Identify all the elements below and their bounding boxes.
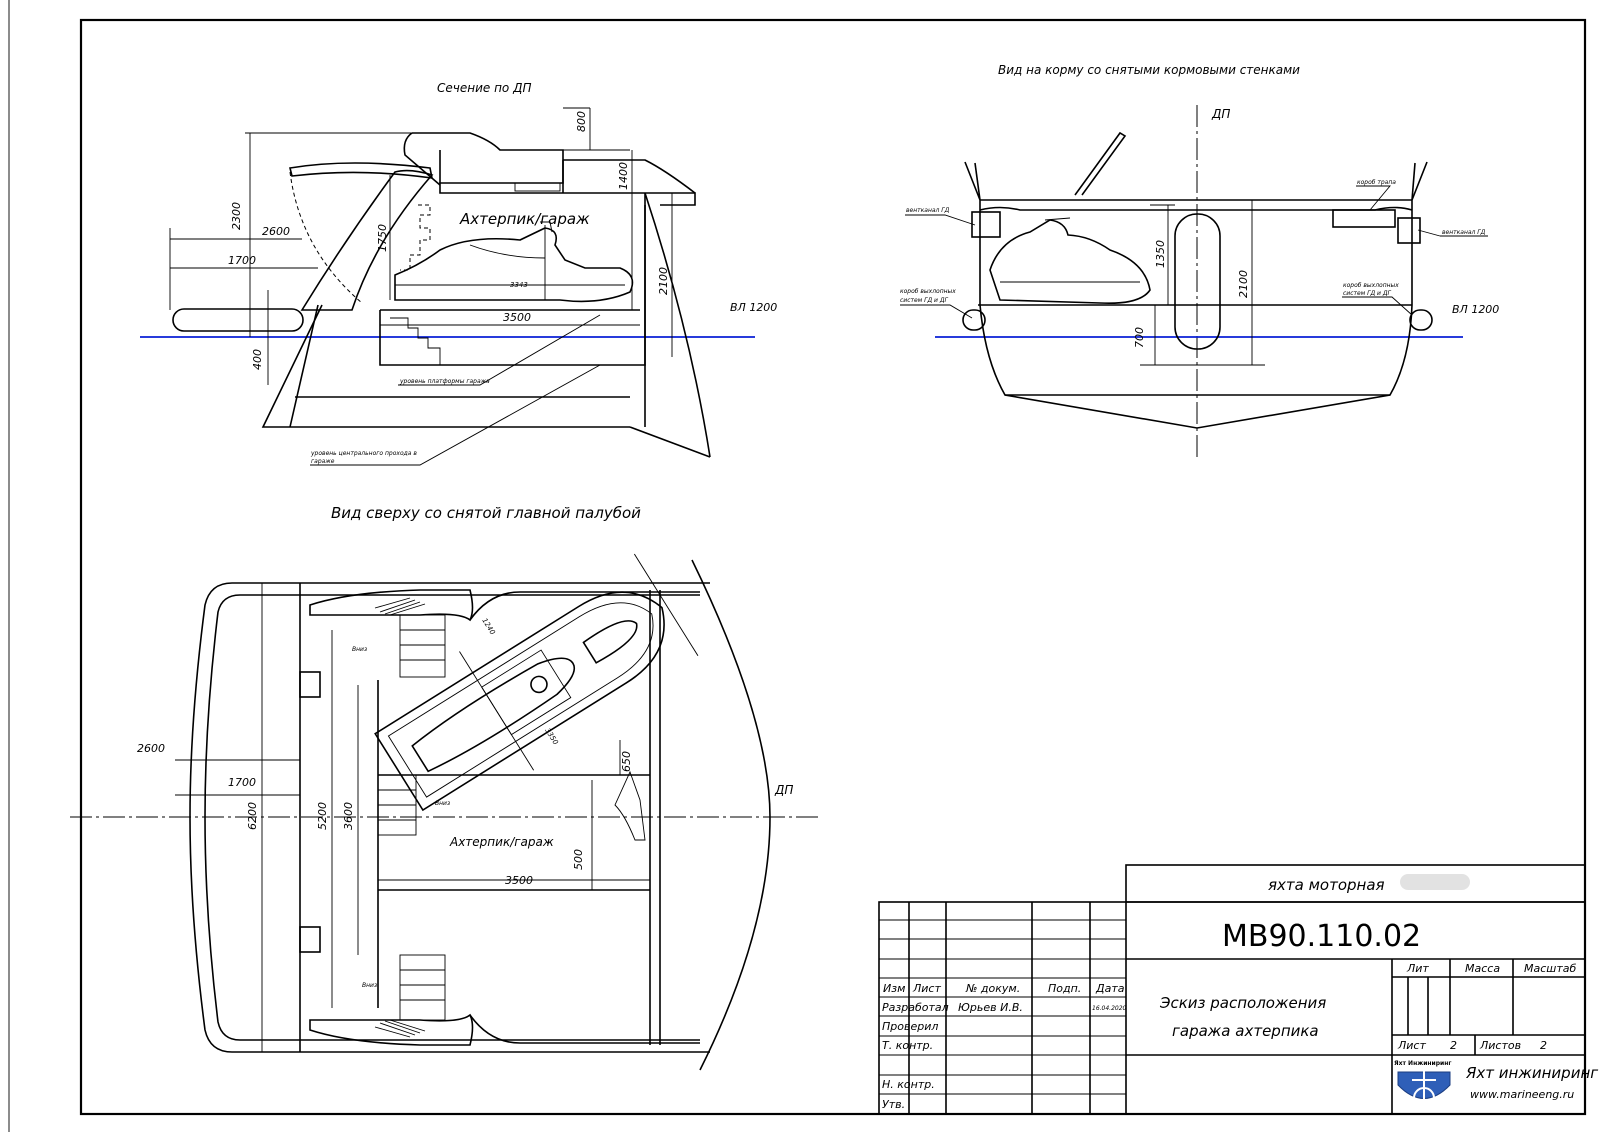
plan-dim-5200: 5200 — [316, 802, 329, 830]
plan-dim-2600: 2600 — [137, 742, 165, 755]
plan-dim-500: 500 — [572, 849, 585, 870]
tb-col-izm: Изм — [883, 982, 905, 995]
stern-dim-2100: 2100 — [1237, 270, 1250, 298]
section-swim-platform — [172, 308, 304, 332]
tb-lit: Лит — [1406, 962, 1429, 975]
note-ramp: короб трапа — [1357, 179, 1396, 186]
tb-date: 16.04.2020 — [1092, 1005, 1127, 1012]
tb-col-doc: № докум. — [965, 982, 1020, 995]
tb-doc-title-2: гаража ахтерпика — [1172, 1022, 1319, 1040]
section-hull-bottom — [261, 304, 630, 428]
tb-blurred-name — [1400, 874, 1470, 890]
stern-exhaust-tube — [1174, 213, 1221, 350]
title-block: Изм Лист № докум. Подп. Дата Разработал … — [878, 864, 1598, 1115]
plan-dim-3350: 3350 — [543, 727, 560, 747]
company-logo: Яхт Инжиниринг — [1394, 1060, 1452, 1109]
stern-dim-1350: 1350 — [1154, 240, 1167, 268]
stern-ramp-box — [1332, 209, 1396, 228]
tb-row-checked: Проверил — [882, 1020, 938, 1033]
tb-doc-title-1: Эскиз расположения — [1159, 994, 1326, 1012]
stern-centerline-label: ДП — [1211, 107, 1230, 121]
section-superstructure — [412, 132, 696, 206]
dim-800: 800 — [575, 111, 588, 132]
dim-1400: 1400 — [617, 162, 630, 190]
dim-3343: 3343 — [510, 281, 528, 289]
note-platform-level: уровень платформы гаража — [399, 378, 490, 385]
plan-down-label-1: Вниз — [352, 646, 367, 653]
tb-developer: Юрьев И.В. — [958, 1001, 1023, 1014]
tb-scale: Масштаб — [1524, 962, 1576, 975]
tb-col-list: Лист — [912, 982, 941, 995]
note-exhaust-right-1: короб выхлопных — [1343, 282, 1399, 289]
plan-dim-1700: 1700 — [228, 776, 256, 789]
plan-garage-label: Ахтерпик/гараж — [449, 835, 554, 849]
plan-view: Вид сверху со снятой главной палубой ДП — [70, 504, 822, 1071]
tb-col-date: Дата — [1095, 982, 1125, 995]
plan-dim-6200: 6200 — [246, 802, 259, 830]
plan-down-label-2: Вниз — [435, 800, 450, 807]
svg-text:Яхт Инжиниринг: Яхт Инжиниринг — [1394, 1060, 1452, 1067]
stern-dim-700: 700 — [1133, 327, 1146, 348]
stern-title: Вид на корму со снятыми кормовыми стенка… — [998, 63, 1300, 77]
stern-view: Вид на корму со снятыми кормовыми стенка… — [900, 63, 1499, 458]
plan-hull — [189, 582, 710, 1053]
note-passage-1: уровень центрального прохода в — [310, 450, 417, 457]
plan-dim-1240: 1240 — [480, 617, 497, 637]
tb-row-approved: Утв. — [882, 1098, 905, 1111]
stern-jetski — [989, 219, 1151, 305]
note-exhaust-left-1: короб выхлопных — [900, 288, 956, 295]
section-jetski — [394, 227, 634, 303]
tb-doc-number: МВ90.110.02 — [1222, 919, 1421, 954]
tb-sheet-value: 2 — [1450, 1039, 1457, 1052]
plan-dim-3600: 3600 — [342, 802, 355, 830]
section-garage-label: Ахтерпик/гараж — [459, 210, 590, 228]
tb-project: яхта моторная — [1268, 876, 1385, 894]
dim-1700: 1700 — [228, 254, 256, 267]
tb-mass: Масса — [1465, 962, 1500, 975]
tb-row-developed: Разработал — [882, 1001, 949, 1014]
plan-title: Вид сверху со снятой главной палубой — [331, 504, 641, 522]
stern-vent-right — [1397, 217, 1421, 244]
tb-sheets-label: Листов — [1479, 1039, 1521, 1052]
section-arch — [300, 169, 434, 311]
tb-row-ncontrol: Н. контр. — [882, 1078, 935, 1091]
stern-vent-left — [971, 211, 1001, 238]
section-title: Сечение по ДП — [437, 81, 531, 95]
tb-row-tcontrol: Т. контр. — [882, 1039, 933, 1052]
stern-waterline-label: ВЛ 1200 — [1452, 303, 1499, 316]
dim-400: 400 — [251, 349, 264, 370]
section-view: Сечение по ДП ВЛ 1200 Ахт — [140, 81, 777, 466]
tb-sheets-value: 2 — [1540, 1039, 1547, 1052]
dim-3500: 3500 — [503, 311, 531, 324]
tb-sheet-label: Лист — [1397, 1039, 1426, 1052]
dim-2600: 2600 — [262, 225, 290, 238]
dim-2300: 2300 — [230, 202, 243, 230]
plan-centerline-label: ДП — [774, 783, 793, 797]
note-passage-2: гараже — [311, 458, 335, 465]
dim-2100: 2100 — [657, 267, 670, 295]
section-waterline-label: ВЛ 1200 — [730, 301, 777, 314]
tb-col-sign: Подп. — [1048, 982, 1081, 995]
note-vent-right: вентканал ГД — [1442, 229, 1486, 236]
tb-company: Яхт инжиниринг — [1465, 1064, 1598, 1082]
dim-1750: 1750 — [376, 224, 389, 252]
note-exhaust-right-2: систем ГД и ДГ — [1343, 290, 1392, 297]
plan-dim-3500: 3500 — [505, 874, 533, 887]
note-exhaust-left-2: систем ГД и ДГ — [900, 297, 949, 304]
tb-website: www.marineeng.ru — [1470, 1088, 1574, 1101]
plan-dim-650: 650 — [620, 751, 633, 772]
plan-down-label-3: Вниз — [362, 982, 377, 989]
drawing-frame — [79, 18, 1587, 1116]
note-vent-left: вентканал ГД — [906, 207, 950, 214]
plan-jetski — [374, 553, 699, 812]
